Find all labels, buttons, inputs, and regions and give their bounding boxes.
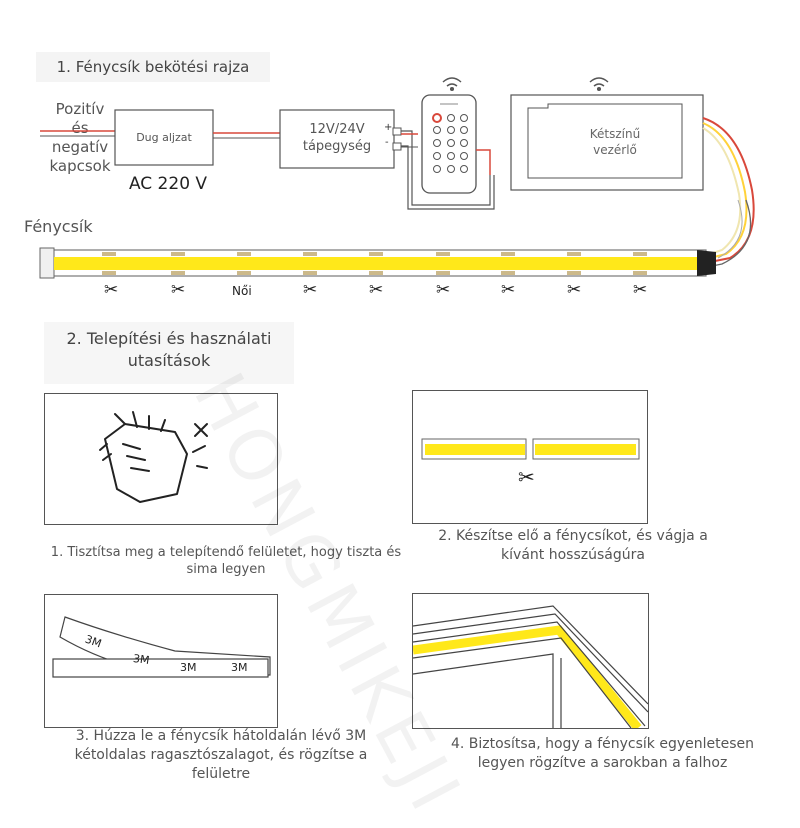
led-strip-light	[54, 257, 697, 270]
polarity-label-line: negatív	[51, 138, 109, 156]
scissors-icon: ✂	[501, 280, 516, 300]
wireless-icon-remote	[442, 77, 462, 92]
female-connector-label: Női	[232, 284, 252, 298]
step4-panel	[412, 593, 649, 731]
scissors-icon: ✂	[171, 280, 186, 300]
remote-control-icon	[421, 94, 477, 194]
psu-label-line: 12V/24V	[309, 122, 365, 137]
strip-connector	[697, 250, 716, 276]
wiring-diagram	[39, 77, 755, 279]
step2-caption-line: kívánt hosszúságúra	[501, 547, 645, 563]
cut-strip-illustration	[421, 438, 640, 460]
scissors-icon: ✂	[369, 280, 384, 300]
step4-caption-line: 4. Biztosítsa, hogy a fénycsík egyenlete…	[450, 736, 755, 752]
strip-label: Fénycsík	[24, 217, 93, 236]
step1-panel	[44, 393, 278, 525]
step2-caption-line: 2. Készítse elő a fénycsíkot, és vágja a	[438, 528, 708, 544]
scissors-icon: ✂	[633, 280, 648, 300]
scissors-icon: ✂	[436, 280, 451, 300]
step1-caption-line: sima legyen	[186, 562, 266, 577]
plug-box	[114, 109, 214, 166]
step1-caption-line: 1. Tisztítsa meg a telepítendő felületet…	[50, 545, 402, 560]
corner-mount-illustration	[412, 605, 649, 731]
psu-minus-terminal: -	[385, 137, 389, 148]
cleaning-hand-icon	[99, 411, 208, 503]
step3-caption-line: 3. Húzza le a fénycsík hátoldalán lévő 3…	[75, 728, 367, 744]
psu-label: 12V/24V tápegység	[280, 121, 394, 155]
step3-caption: 3. Húzza le a fénycsík hátoldalán lévő 3…	[40, 727, 402, 784]
controller-box	[510, 94, 704, 191]
scissors-icon: ✂	[567, 280, 582, 300]
controller-label: Kétszínű vezérlő	[548, 126, 682, 158]
step4-caption: 4. Biztosítsa, hogy a fénycsík egyenlete…	[430, 735, 775, 773]
tape-label: 3M	[180, 661, 197, 674]
ac-voltage-label: AC 220 V	[128, 174, 208, 194]
installation-title-line: utasítások	[127, 351, 211, 370]
psu-box	[279, 109, 395, 169]
psu-label-line: tápegység	[302, 139, 372, 154]
adhesive-tape-illustration	[52, 616, 271, 678]
scissors-icon: ✂	[303, 280, 318, 300]
installation-title-line: 2. Telepítési és használati	[66, 329, 272, 348]
polarity-label-line: Pozitív	[55, 100, 105, 118]
installation-section-title: 2. Telepítési és használati utasítások	[44, 322, 294, 384]
step1-caption: 1. Tisztítsa meg a telepítendő felületet…	[40, 544, 412, 578]
step3-panel: 3M 3M 3M 3M	[44, 594, 278, 728]
tape-label: 3M	[132, 651, 151, 668]
polarity-label: Pozitív és negatív kapcsok	[40, 100, 120, 176]
tape-label: 3M	[231, 661, 248, 674]
wireless-icon-controller	[589, 77, 609, 92]
step2-panel: ✂	[412, 390, 648, 524]
step3-caption-line: felületre	[191, 766, 251, 782]
scissors-icon: ✂	[518, 465, 535, 489]
psu-plus-terminal: +	[384, 122, 393, 133]
plug-box-label: Dug aljzat	[136, 131, 192, 144]
polarity-label-line: és	[71, 119, 89, 137]
step2-caption: 2. Készítse elő a fénycsíkot, és vágja a…	[418, 527, 728, 565]
controller-label-line: vezérlő	[593, 143, 637, 157]
controller-label-line: Kétszínű	[589, 127, 641, 141]
polarity-label-line: kapcsok	[49, 157, 111, 175]
scissors-icon: ✂	[104, 280, 119, 300]
step3-caption-line: kétoldalas ragasztószalagot, és rögzítse…	[74, 747, 368, 763]
wiring-section-title: 1. Fénycsík bekötési rajza	[36, 52, 270, 82]
step4-caption-line: legyen rögzítve a sarokban a falhoz	[477, 755, 728, 771]
